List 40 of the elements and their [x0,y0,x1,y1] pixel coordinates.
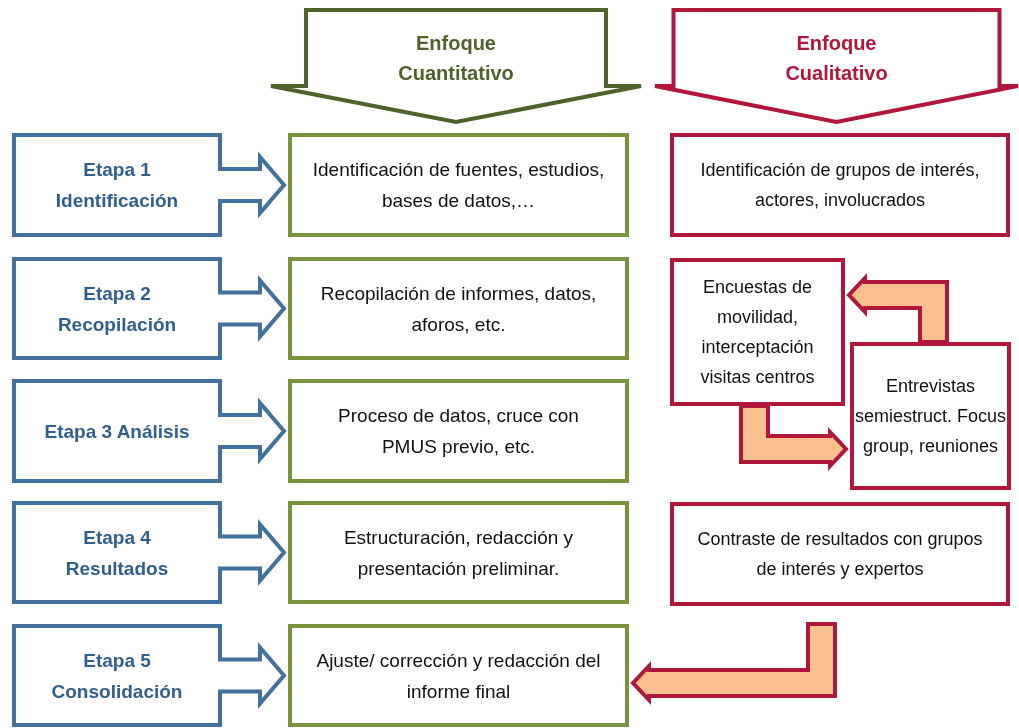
stage-label: Etapa 2 Recopilación [56,281,178,337]
process-box [850,342,1011,490]
box-text: Recopilación de informes, datos, aforos, etc. [319,281,598,337]
header-label: Enfoque Cualitativo [784,31,889,86]
box-text: Proceso de datos, cruce con PMUS previo, etc. [337,404,580,459]
box-text: Ajuste/ corrección y redacción del informe final [315,648,602,704]
stage-label: Etapa 3 Análisis [43,419,191,444]
box-text: Encuestas de movilidad, interceptación visitas centros [699,276,816,389]
process-box [670,502,1010,606]
stage-box [12,624,222,727]
box-text: Identificación de fuentes, estudios, bases de datos,… [311,158,606,213]
chevron-arrow [216,642,287,709]
process-box [288,379,629,483]
stage-box [12,133,222,237]
box-text: Contraste de resultados con grupos de interés y expertos [696,528,984,581]
stage-label: Etapa 4 Resultados [64,525,170,581]
down-arrow-header [654,8,1019,124]
down-arrow-header [270,8,642,124]
chevron-arrow [216,151,287,219]
block-arrow [630,622,837,706]
chevron-arrow [216,275,287,342]
box-text: Estructuración, redacción y presentación preliminar. [342,525,575,581]
chevron-arrow [216,397,287,465]
stage-box [12,257,222,360]
block-arrow [739,404,849,472]
stage-box [12,379,222,483]
stage-box [12,501,222,604]
process-box [670,133,1010,237]
header-label: Enfoque Cuantitativo [397,31,515,86]
stage-label: Etapa 5 Consolidación [50,648,184,704]
box-text: Entrevistas semiestruct. Focus group, reuniones [854,375,1007,458]
block-arrow [846,272,949,344]
process-box [670,258,845,406]
process-box [288,133,629,237]
process-box [288,624,629,727]
process-box [288,501,629,604]
stage-label: Etapa 1 Identificación [54,158,180,213]
chevron-arrow [216,519,287,586]
process-box [288,257,629,360]
box-text: Identificación de grupos de interés, actores, involucrados [699,159,981,212]
